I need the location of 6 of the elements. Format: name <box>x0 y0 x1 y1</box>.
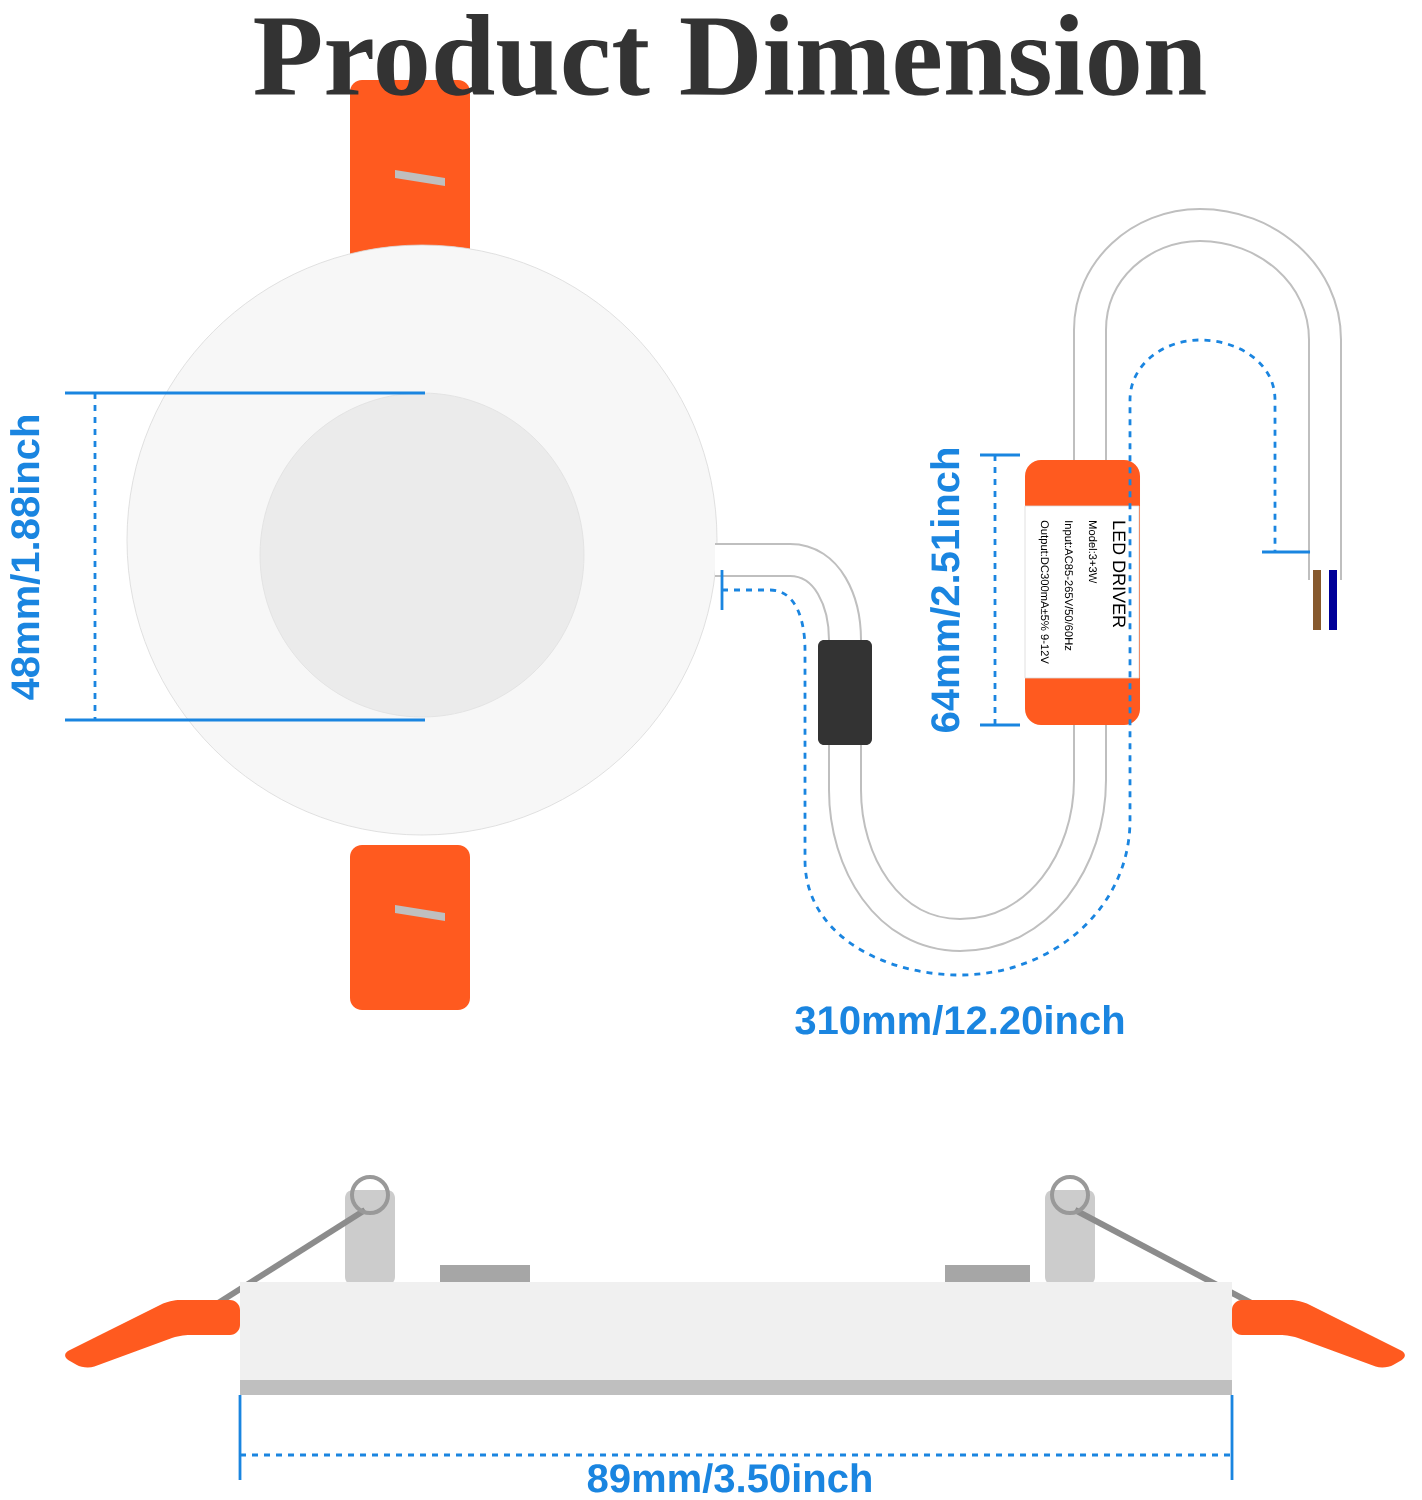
title: Product Dimension <box>254 14 1206 96</box>
dimension-label: 48mm/1.88inch <box>10 416 40 700</box>
dimension-label: 89mm/3.50inch <box>587 1463 871 1493</box>
dimension-label: 64mm/2.51inch <box>930 449 960 732</box>
driver-box: LED DRIVER Model:3+3W Input:AC85-265V/50/60Hz Output:DC300mA±5% 9-12V <box>1024 505 1140 679</box>
dimension-label: 310mm/12.20inch <box>795 1005 1124 1035</box>
